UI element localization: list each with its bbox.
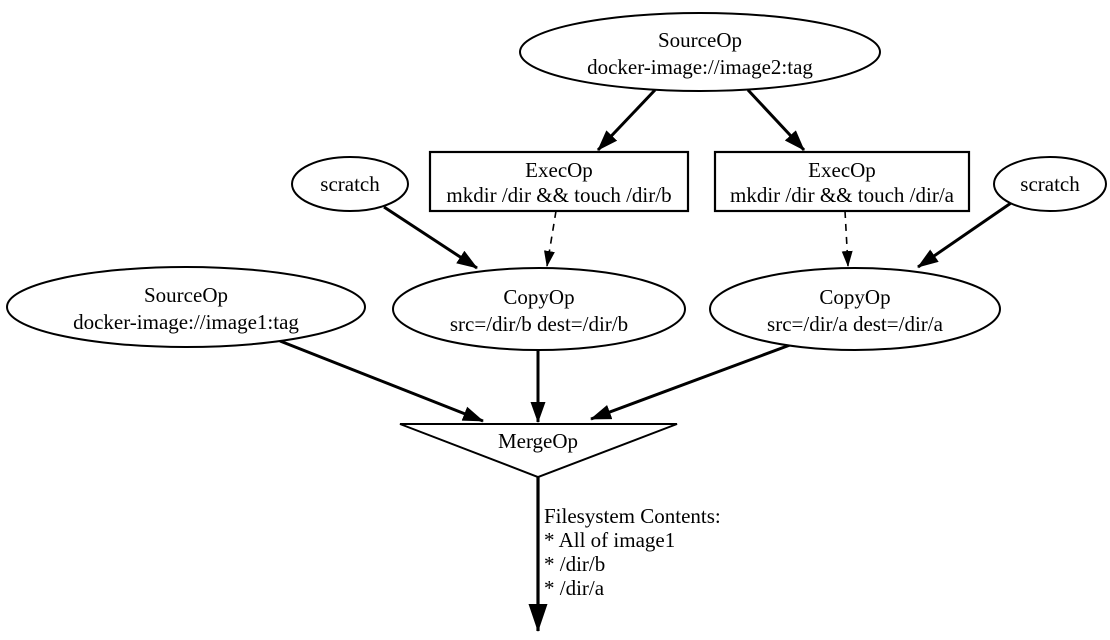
merge-label: MergeOp — [498, 429, 578, 453]
edge-exec-a-to-copy-a — [841, 210, 853, 267]
source1-ellipse — [6, 266, 366, 348]
edge-scratch-right-to-copy-a — [917, 201, 1012, 269]
exec-b-box — [428, 150, 690, 213]
node-scratch-right: scratch — [993, 156, 1107, 212]
exec-a-subtitle: mkdir /dir && touch /dir/a — [730, 183, 955, 207]
copy-b-ellipse — [392, 267, 686, 351]
scratch-right-label: scratch — [1020, 172, 1080, 196]
node-copy-b: CopyOp src=/dir/b dest=/dir/b — [392, 267, 686, 351]
output-label-line-4: * /dir/a — [544, 576, 605, 600]
output-label-line-2: * All of image1 — [544, 528, 675, 552]
source1-subtitle: docker-image://image1:tag — [73, 310, 299, 334]
source2-title: SourceOp — [658, 28, 742, 52]
node-merge: MergeOp — [399, 423, 678, 479]
output-label-line-3: * /dir/b — [544, 552, 605, 576]
source2-subtitle: docker-image://image2:tag — [587, 55, 813, 79]
edge-scratch-left-to-copy-b — [383, 205, 478, 270]
exec-a-box — [713, 150, 971, 213]
scratch-right-ellipse — [993, 156, 1107, 212]
output-label: Filesystem Contents: * All of image1 * /… — [544, 504, 721, 600]
exec-b-title: ExecOp — [525, 158, 593, 182]
scratch-left-ellipse — [291, 156, 409, 212]
output-label-line-1: Filesystem Contents: — [544, 504, 721, 528]
exec-b-subtitle: mkdir /dir && touch /dir/b — [446, 183, 671, 207]
edge-source2-to-exec-a — [746, 88, 806, 152]
source1-title: SourceOp — [144, 283, 228, 307]
copy-a-subtitle: src=/dir/a dest=/dir/a — [767, 312, 944, 336]
node-source2: SourceOp docker-image://image2:tag — [519, 12, 881, 92]
node-exec-b: ExecOp mkdir /dir && touch /dir/b — [428, 150, 690, 213]
copy-b-subtitle: src=/dir/b dest=/dir/b — [450, 312, 628, 336]
merge-invtriangle — [399, 423, 678, 479]
node-source1: SourceOp docker-image://image1:tag — [6, 266, 366, 348]
edge-source1-to-merge — [279, 339, 484, 423]
copy-a-title: CopyOp — [819, 285, 890, 309]
copy-a-ellipse — [709, 267, 1001, 351]
exec-a-title: ExecOp — [808, 158, 876, 182]
scratch-left-label: scratch — [320, 172, 380, 196]
node-scratch-left: scratch — [291, 156, 409, 212]
edge-layer — [279, 88, 1012, 632]
edge-exec-b-to-copy-b — [543, 210, 557, 267]
edge-copy-a-to-merge — [590, 343, 791, 421]
copy-b-title: CopyOp — [503, 285, 574, 309]
edge-source2-to-exec-b — [596, 88, 657, 152]
source2-ellipse — [519, 12, 881, 92]
node-exec-a: ExecOp mkdir /dir && touch /dir/a — [713, 150, 971, 213]
node-copy-a: CopyOp src=/dir/a dest=/dir/a — [709, 267, 1001, 351]
